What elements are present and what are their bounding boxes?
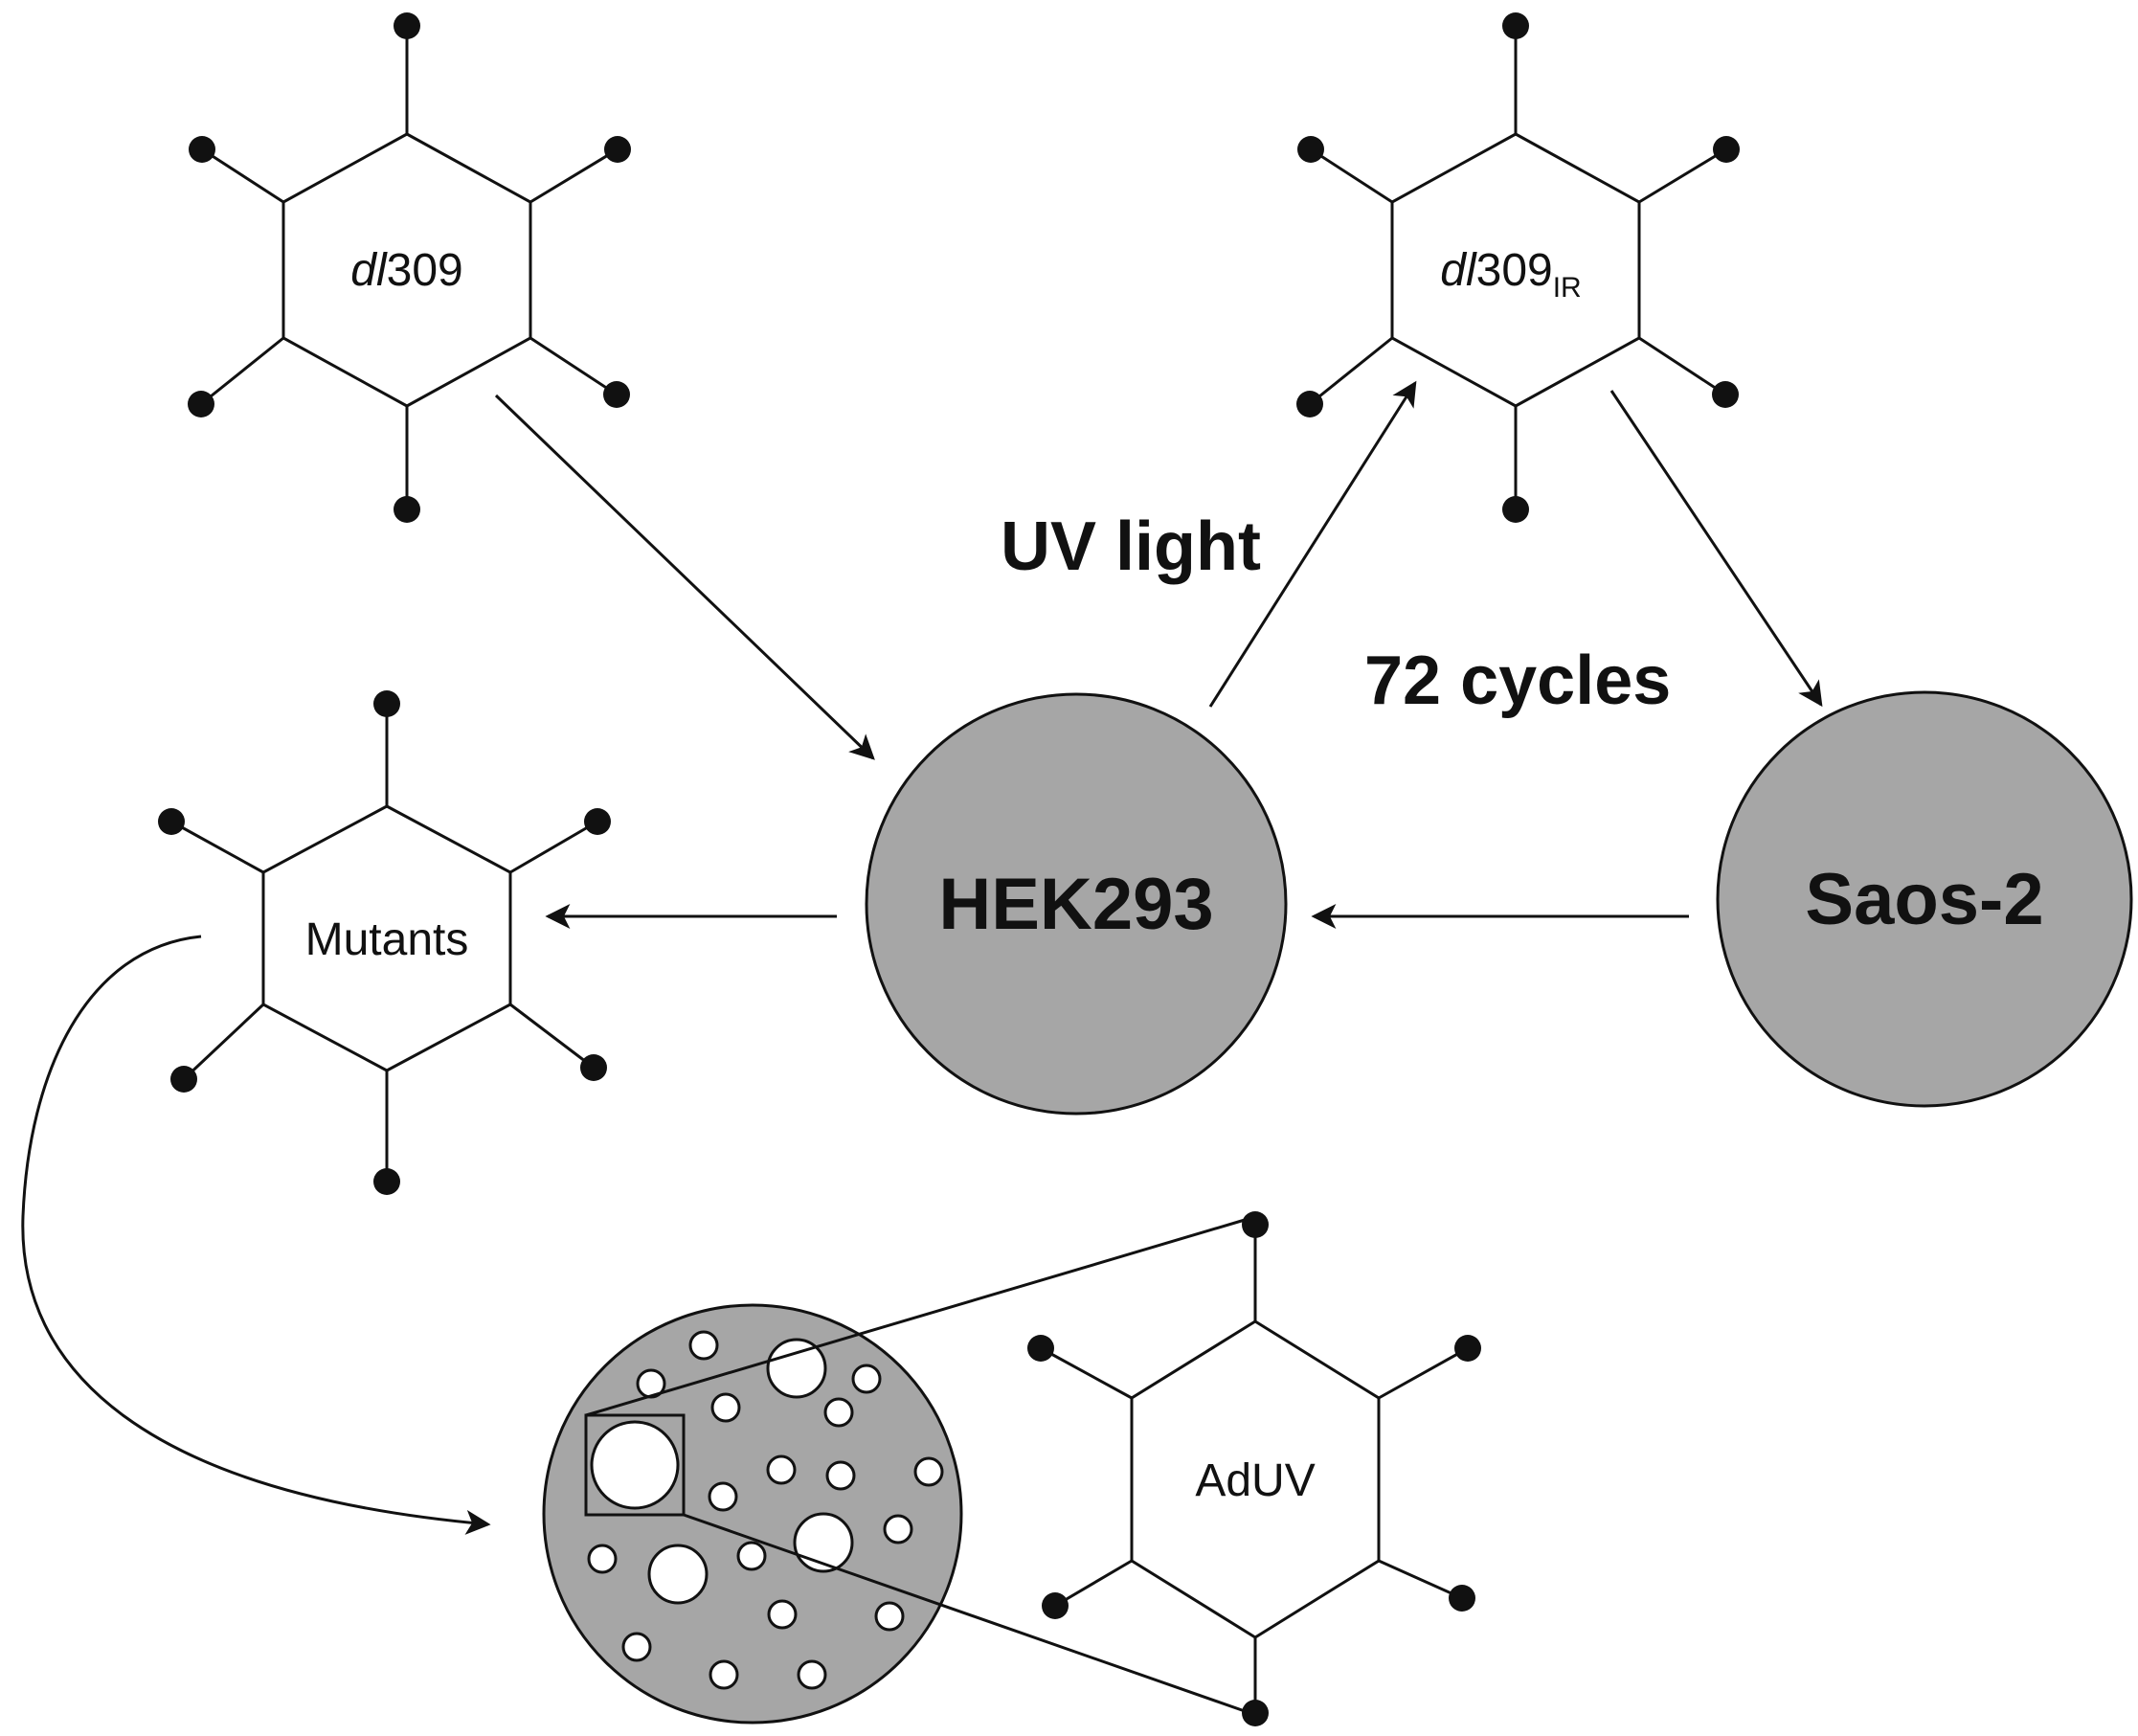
dl309ir-label: dl309IR — [1440, 245, 1581, 304]
virus-aduv: AdUV — [1027, 1211, 1481, 1726]
dl309-label: dl309 — [350, 245, 462, 296]
plaques — [587, 1330, 944, 1690]
plaque-selection-box — [584, 1413, 686, 1517]
arrow-mutants-to-plate — [21, 935, 491, 1535]
zoom-line-top — [585, 1218, 1246, 1417]
saos2-label: Saos-2 — [1805, 859, 2043, 940]
hek293-label: HEK293 — [938, 864, 1213, 945]
cell-saos2: Saos-2 — [1716, 690, 2133, 1108]
arrow-dl309-to-hek293 — [494, 394, 875, 760]
fiber-spikes — [170, 704, 598, 1182]
fiber-spikes — [1040, 1225, 1469, 1713]
fiber-spikes — [200, 26, 619, 509]
fiber-knobs — [1027, 1211, 1481, 1726]
fiber-spikes — [1309, 26, 1727, 509]
fiber-knobs — [158, 690, 611, 1195]
virus-mutants: Mutants — [158, 690, 611, 1195]
virus-dl309ir: dl309IR — [1296, 12, 1740, 523]
plate-dish — [542, 1303, 963, 1725]
zoom-line-bottom — [683, 1513, 1246, 1713]
cell-hek293: HEK293 — [865, 692, 1288, 1116]
saos2-circle — [1716, 690, 2133, 1108]
fiber-knobs — [188, 12, 631, 523]
arrow-dl309ir-to-saos2 — [1609, 390, 1823, 708]
plaque-plate — [542, 1218, 1246, 1725]
mutants-label: Mutants — [305, 914, 469, 965]
aduv-label: AdUV — [1195, 1455, 1315, 1506]
hek293-circle — [865, 692, 1288, 1116]
arrow-hek293-to-dl309ir — [1208, 380, 1417, 708]
uv-light-label: UV light — [1001, 508, 1261, 585]
fiber-knobs — [1296, 12, 1740, 523]
cycles-label: 72 cycles — [1364, 643, 1671, 719]
virus-dl309: dl309 — [188, 12, 631, 523]
arrows — [21, 380, 1823, 1535]
